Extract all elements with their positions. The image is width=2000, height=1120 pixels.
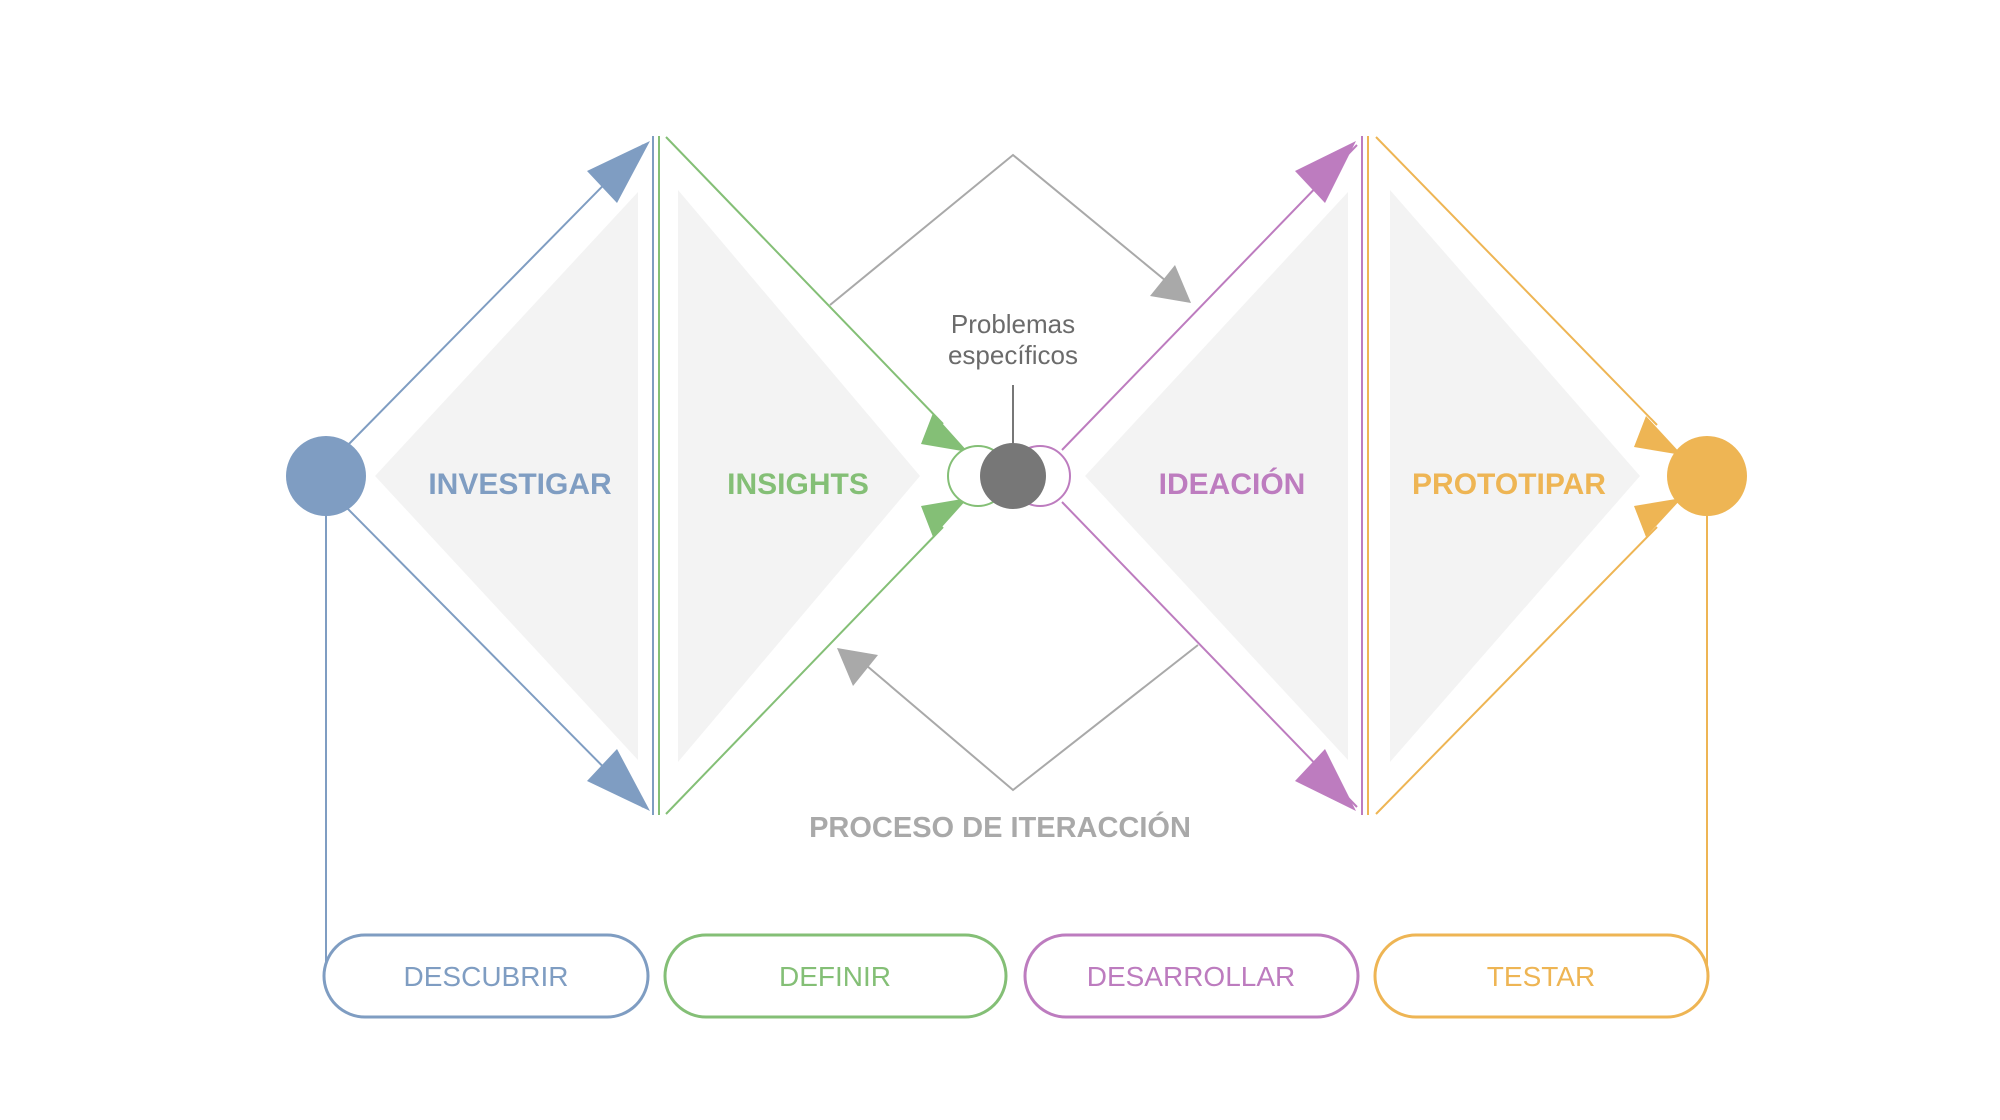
stage-label-descubrir: DESCUBRIR <box>404 961 569 992</box>
test-diamond-lines <box>1367 136 1708 978</box>
iteration-arrow-left-icon <box>837 648 878 686</box>
stage-pill-descubrir[interactable]: DESCUBRIR <box>322 933 650 1019</box>
end-node <box>1667 436 1747 516</box>
phase-label-investigar: INVESTIGAR <box>428 468 612 501</box>
stage-pill-desarrollar[interactable]: DESARROLLAR <box>1023 933 1360 1019</box>
start-node <box>286 436 366 516</box>
iteration-top-path <box>829 153 1184 306</box>
callout-text-line2: específicos <box>948 340 1078 370</box>
phase-label-prototipar: PROTOTIPAR <box>1412 468 1606 501</box>
iteration-label: PROCESO DE ITERACCIÓN <box>809 810 1191 844</box>
arrow-up-blue-icon <box>587 141 650 203</box>
iteration-bottom-path <box>859 644 1199 792</box>
callout-text-line1: Problemas <box>951 309 1075 339</box>
phase-label-insights: INSIGHTS <box>727 468 869 501</box>
investigar-fill <box>375 192 638 760</box>
develop-diamond-lines <box>1061 136 1363 815</box>
phase-fills <box>375 190 1640 762</box>
arrow-up-purple-icon <box>1295 141 1356 203</box>
arrow-insights-bottom-icon <box>921 498 968 537</box>
iteration-loop <box>829 153 1199 792</box>
stage-pill-definir[interactable]: DEFINIR <box>663 933 1008 1019</box>
arrow-insights-top-icon <box>921 413 968 452</box>
phase-label-ideacion: IDEACIÓN <box>1159 467 1306 501</box>
stage-label-testar: TESTAR <box>1487 961 1595 992</box>
stage-label-definir: DEFINIR <box>779 961 891 992</box>
arrow-down-purple-icon <box>1295 749 1356 811</box>
iteration-arrow-right-icon <box>1150 265 1191 303</box>
ideacion-fill <box>1085 192 1348 760</box>
define-diamond-lines <box>658 136 944 815</box>
stage-pill-testar[interactable]: TESTAR <box>1373 933 1710 1019</box>
arrow-down-blue-icon <box>587 749 650 811</box>
specific-problems-node <box>980 443 1046 509</box>
arrow-prototipar-bottom-icon <box>1634 498 1682 537</box>
prototipar-fill <box>1390 190 1640 762</box>
arrow-prototipar-top-icon <box>1634 416 1682 455</box>
insights-fill <box>678 190 920 762</box>
discover-diamond-lines <box>325 136 654 978</box>
stage-label-desarrollar: DESARROLLAR <box>1087 961 1296 992</box>
